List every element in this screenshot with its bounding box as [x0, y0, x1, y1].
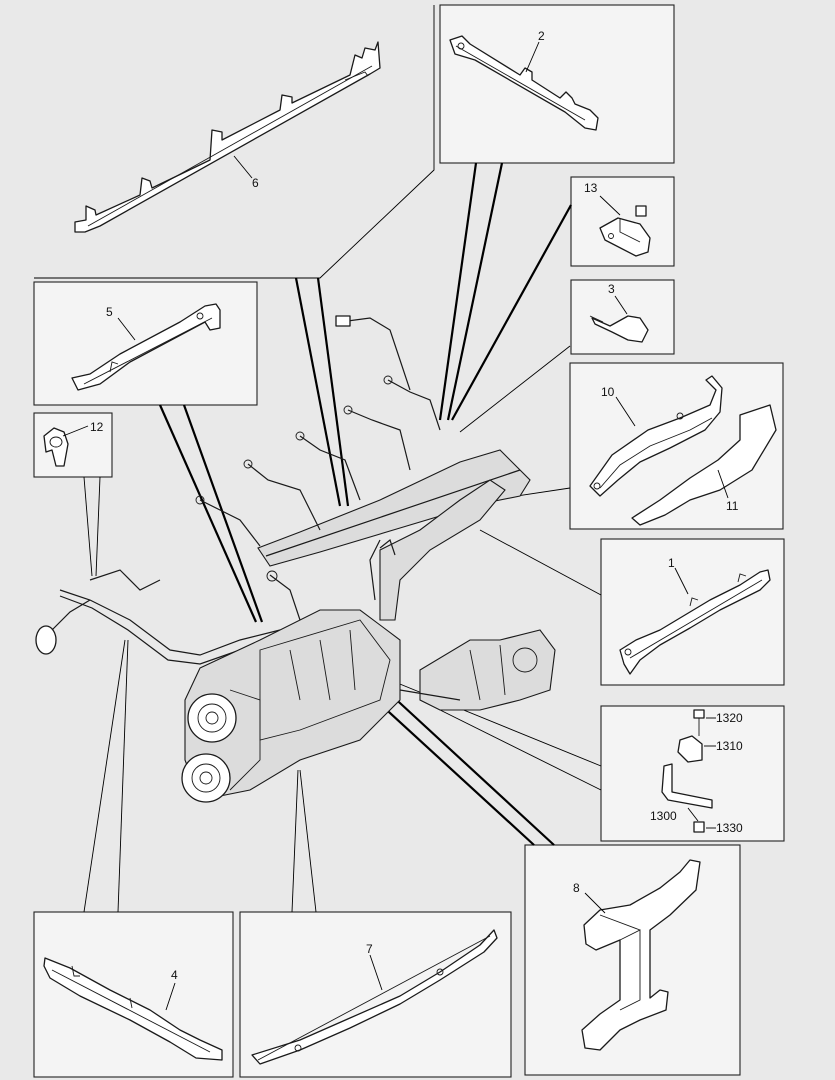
- detail-box-12: [33, 412, 113, 478]
- clip-part-12: [43, 425, 89, 467]
- detail-box-2: [439, 4, 675, 164]
- callout-4: 4: [171, 968, 178, 982]
- clip-part-13: [599, 195, 651, 257]
- callout-6: 6: [252, 176, 259, 190]
- bracket-part-3: [589, 295, 649, 343]
- bracket-part-7: [251, 929, 498, 1065]
- bracket-part-8: [581, 859, 701, 1051]
- callout-1310: 1310: [716, 739, 743, 753]
- callout-8: 8: [573, 881, 580, 895]
- bracket-part-5: [71, 303, 221, 391]
- shield-part-10-11: [589, 375, 777, 526]
- leader-lines: [34, 5, 602, 913]
- detail-box-3: [570, 279, 675, 355]
- callout-5: 5: [106, 305, 113, 319]
- engine-harness-assembly: [35, 315, 556, 803]
- callout-3: 3: [608, 282, 615, 296]
- callout-1330: 1330: [716, 821, 743, 835]
- callout-11: 11: [726, 499, 739, 513]
- callout-1320: 1320: [716, 711, 743, 725]
- detail-box-1300: [600, 705, 785, 842]
- callout-10: 10: [601, 385, 615, 399]
- callout-13: 13: [584, 181, 598, 195]
- bracket-part-4: [43, 957, 223, 1061]
- callout-1300: 1300: [650, 809, 677, 823]
- callout-7: 7: [366, 942, 373, 956]
- bracket-part-1: [619, 567, 771, 675]
- bracket-part-6: [74, 41, 381, 233]
- callout-labels: 1 2 3 4 5 6 7 8 10 11 12 13 1300 1310 13…: [90, 29, 743, 982]
- clamp-assembly-1300: [661, 709, 716, 833]
- callout-12: 12: [90, 420, 104, 434]
- callout-1: 1: [668, 556, 675, 570]
- bracket-part-2: [449, 35, 599, 131]
- callout-2: 2: [538, 29, 545, 43]
